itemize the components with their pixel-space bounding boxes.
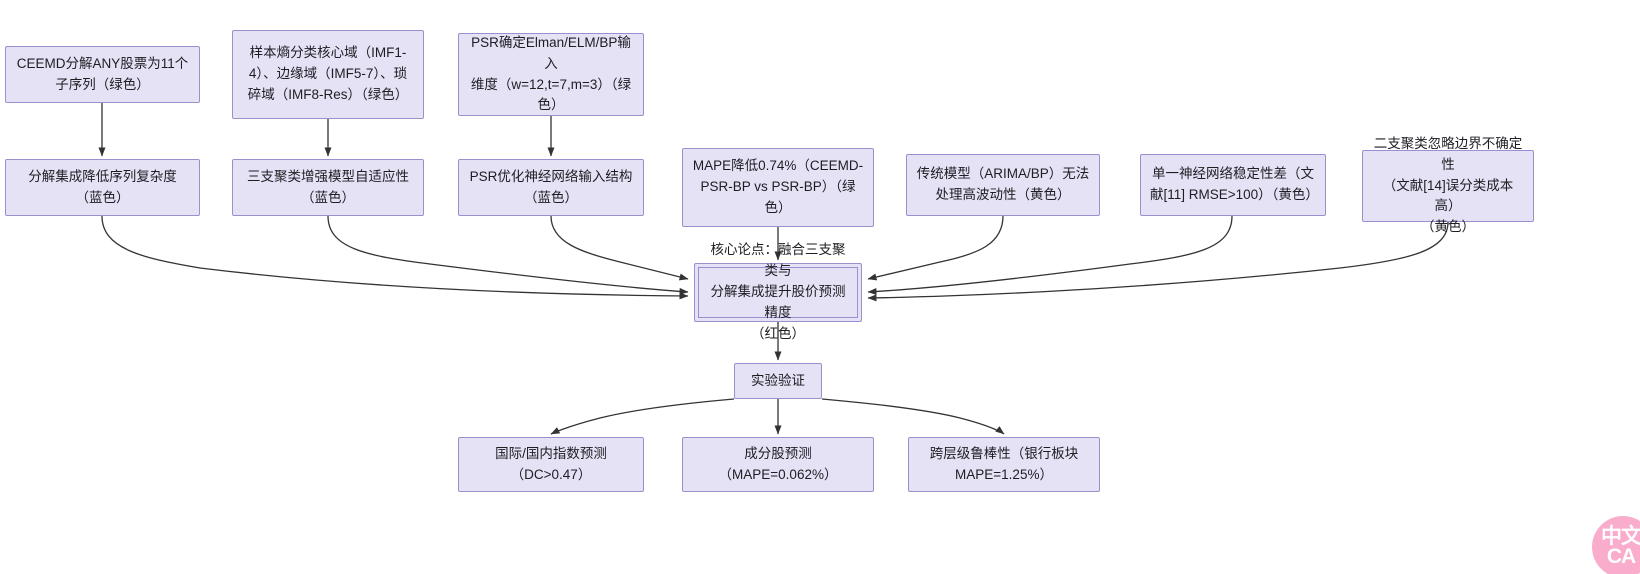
node-index-forecast[interactable]: 国际/国内指数预测 （DC>0.47） (458, 437, 644, 492)
watermark-badge: 中文 CA (1592, 516, 1640, 574)
watermark-text: 中文 CA (1601, 525, 1640, 568)
edge-complexity-to-core (101, 215, 689, 300)
node-psr-input-dimension[interactable]: PSR确定Elman/ELM/BP输入 维度（w=12,t=7,m=3）（绿 色… (458, 33, 644, 116)
node-mape-reduction[interactable]: MAPE降低0.74%（CEEMD- PSR-BP vs PSR-BP）（绿 色… (682, 148, 874, 227)
node-label: 实验验证 (751, 372, 805, 388)
edge-three-way-to-core (327, 215, 689, 295)
edge-traditional-to-core (867, 215, 1004, 281)
node-two-way-clustering-boundary[interactable]: 二支聚类忽略边界不确定性 （文献[14]误分类成本高） （黄色） (1362, 136, 1534, 234)
node-cross-level-robustness[interactable]: 跨层级鲁棒性（银行板块 MAPE=1.25%） (908, 437, 1100, 492)
node-three-way-clustering-adaptive[interactable]: 三支聚类增强模型自适应性 （蓝色） (232, 159, 424, 216)
node-traditional-model-limitation[interactable]: 传统模型（ARIMA/BP）无法 处理高波动性（黄色） (906, 154, 1100, 216)
edge-two-way-to-core (867, 221, 1449, 302)
node-ceemd-decompose[interactable]: CEEMD分解ANY股票为11个 子序列（绿色） (5, 46, 200, 103)
node-decomposition-complexity[interactable]: 分解集成降低序列复杂度 （蓝色） (5, 159, 200, 216)
node-label: 样本熵分类核心域（IMF1- 4）、边缘域（IMF5-7）、琐 碎域（IMF8-… (247, 45, 409, 102)
node-label: 分解集成降低序列复杂度 （蓝色） (28, 168, 177, 205)
node-psr-optimize-structure[interactable]: PSR优化神经网络输入结构 （蓝色） (458, 159, 644, 216)
node-label: PSR优化神经网络输入结构 （蓝色） (469, 168, 633, 205)
node-label: 传统模型（ARIMA/BP）无法 处理高波动性（黄色） (916, 166, 1090, 202)
node-label: MAPE降低0.74%（CEEMD- PSR-BP vs PSR-BP）（绿 色… (692, 158, 864, 215)
node-label: PSR确定Elman/ELM/BP输入 维度（w=12,t=7,m=3）（绿 色… (470, 34, 632, 113)
node-experiment-validation[interactable]: 实验验证 (734, 363, 822, 399)
node-label: 成分股预测 （MAPE=0.062%） (718, 445, 838, 482)
node-label: 单一神经网络稳定性差（文 献[11] RMSE>100）（黄色） (1150, 166, 1319, 202)
node-label: 三支聚类增强模型自适应性 （蓝色） (247, 168, 409, 205)
node-label: 跨层级鲁棒性（银行板块 MAPE=1.25%） (929, 445, 1079, 482)
node-label: 国际/国内指数预测 （DC>0.47） (495, 445, 607, 482)
node-label: 二支聚类忽略边界不确定性 （文献[14]误分类成本高） （黄色） (1373, 135, 1523, 235)
edge-experiment-to-index (550, 398, 735, 435)
edge-single-nn-to-core (867, 215, 1233, 296)
node-core-argument[interactable]: 核心论点：融合三支聚类与 分解集成提升股价预测精度 （红色） (694, 242, 862, 341)
node-sample-entropy[interactable]: 样本熵分类核心域（IMF1- 4）、边缘域（IMF5-7）、琐 碎域（IMF8-… (232, 30, 424, 119)
edge-psr-structure-to-core (550, 215, 689, 281)
edge-experiment-to-cross-level (821, 398, 1005, 435)
node-label: CEEMD分解ANY股票为11个 子序列（绿色） (16, 55, 189, 92)
node-label: 核心论点：融合三支聚类与 分解集成提升股价预测精度 （红色） (710, 242, 846, 341)
node-component-stock-forecast[interactable]: 成分股预测 （MAPE=0.062%） (682, 437, 874, 492)
node-single-nn-instability[interactable]: 单一神经网络稳定性差（文 献[11] RMSE>100）（黄色） (1140, 154, 1326, 216)
